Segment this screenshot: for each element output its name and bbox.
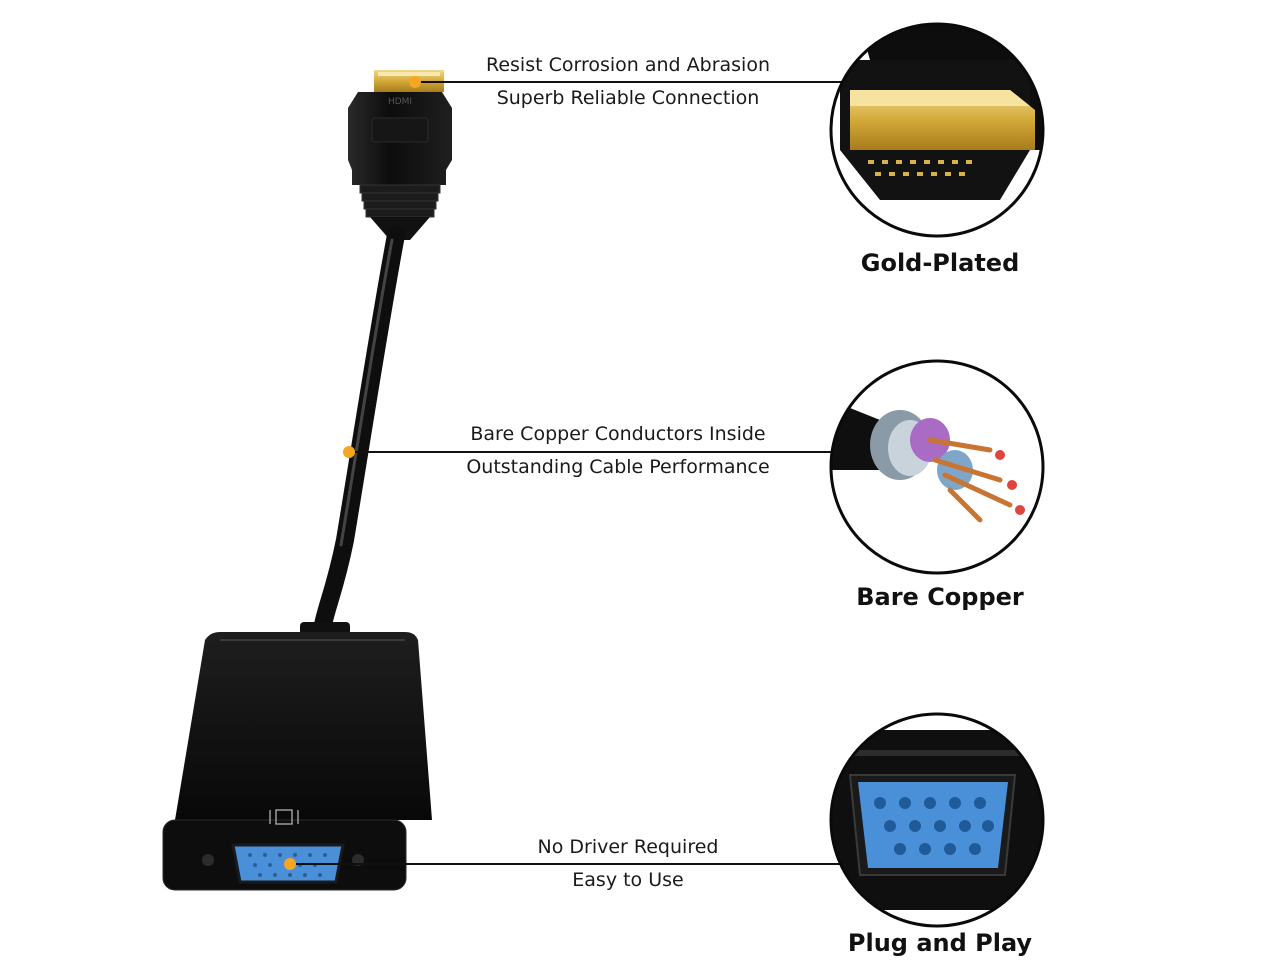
callout-2-line-1: Bare Copper Conductors Inside	[470, 423, 766, 445]
callout-1-line-2: Superb Reliable Connection	[496, 87, 760, 109]
feature-title-gold-plated: Gold-Plated	[860, 249, 1020, 277]
callout-2-line-2: Outstanding Cable Performance	[466, 456, 770, 478]
plug-and-play-detail	[829, 712, 1045, 928]
hdmi-plug-icon: HDMI	[348, 70, 452, 240]
feature-title-bare-copper: Bare Copper	[856, 583, 1024, 611]
svg-text:HDMI: HDMI	[388, 97, 412, 107]
callout-3-line-2: Easy to Use	[572, 869, 684, 891]
callout-markers	[284, 76, 421, 870]
callout-3-line-1: No Driver Required	[537, 836, 719, 858]
cable	[313, 226, 405, 639]
gold-plated-detail	[829, 22, 1045, 238]
copper-wire-icon	[829, 359, 1045, 575]
vga-adapter-body	[162, 632, 432, 891]
feature-title-plug-and-play: Plug and Play	[847, 929, 1033, 957]
vga-monitor-icon	[269, 809, 299, 825]
callout-1-line-1: Resist Corrosion and Abrasion	[485, 54, 771, 76]
leader-lines	[290, 81, 852, 865]
